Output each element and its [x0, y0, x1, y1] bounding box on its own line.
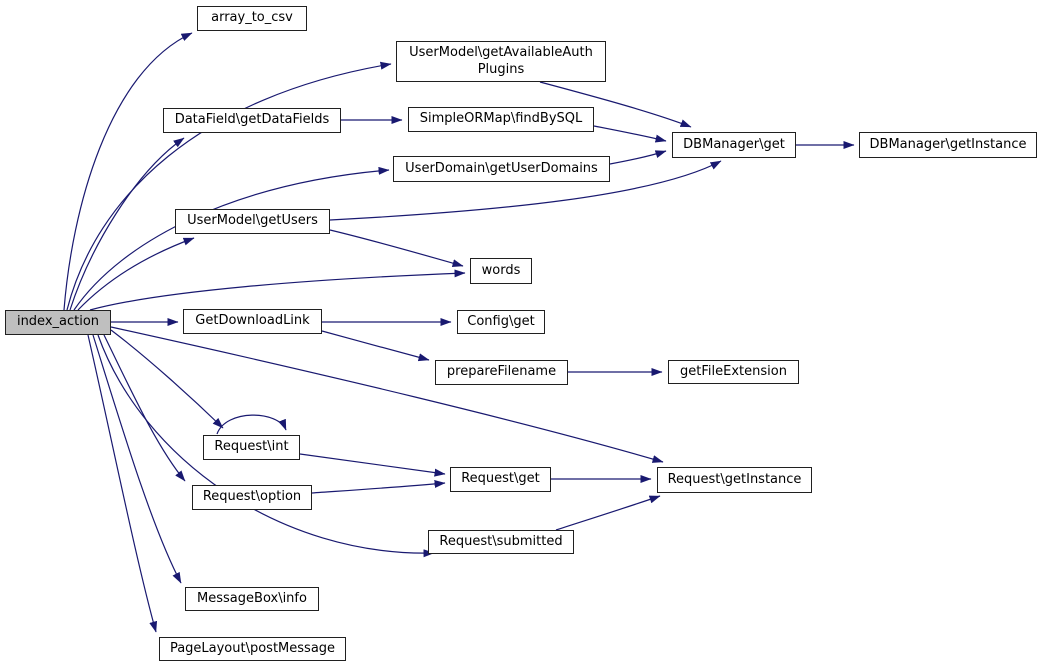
node-request-option[interactable]: Request\option [192, 485, 312, 510]
node-datafield-getdatafields[interactable]: DataField\getDataFields [163, 108, 341, 133]
edge-index_action-user_model_get_users [77, 237, 195, 311]
node-request-int[interactable]: Request\int [203, 435, 300, 460]
edge-user_model_get_users-db_manager_get [329, 160, 722, 221]
edge-index_action-request_option [103, 334, 186, 482]
edge-user_model_get_available_auth_plugins-db_manager_get [539, 81, 692, 128]
edge-request_option-request_get [311, 479, 446, 494]
node-userdomain-getuserdomains[interactable]: UserDomain\getUserDomains [393, 156, 610, 182]
edge-index_action-message_box_info [92, 334, 182, 584]
edge-index_action-data_field_get_data_fields [69, 137, 185, 311]
edge-simple_ormap_find_by_sql-db_manager_get [593, 125, 667, 143]
edge-user_domain_get_user_domains-db_manager_get [609, 150, 667, 165]
node-simpleormap-findbysql[interactable]: SimpleORMap\findBySQL [408, 107, 594, 132]
node-usermodel-getusers[interactable]: UserModel\getUsers [175, 209, 330, 234]
node-messagebox-info[interactable]: MessageBox\info [185, 587, 319, 611]
node-request-get[interactable]: Request\get [450, 467, 551, 492]
node-preparefilename[interactable]: prepareFilename [435, 360, 568, 385]
node-getdownloadlink[interactable]: GetDownloadLink [183, 309, 322, 334]
edge-index_action-request_get_instance [110, 326, 664, 463]
node-dbmanager-getinstance[interactable]: DBManager\getInstance [859, 132, 1037, 158]
edge-request_submitted-request_get_instance [555, 495, 661, 531]
node-pagelayout-postmessage[interactable]: PageLayout\postMessage [159, 637, 346, 661]
edge-request_int-request_get [299, 453, 446, 477]
node-index-action: index_action [5, 310, 111, 335]
edge-user_model_get_users-words [329, 229, 464, 268]
edge-index_action-array_to_csv [63, 32, 193, 311]
node-getfileextension[interactable]: getFileExtension [668, 360, 799, 384]
node-request-submitted[interactable]: Request\submitted [428, 530, 574, 554]
node-config-get[interactable]: Config\get [457, 310, 545, 334]
edge-index_action-words [89, 269, 466, 311]
node-words[interactable]: words [470, 258, 532, 284]
node-request-getinstance[interactable]: Request\getInstance [657, 467, 812, 493]
node-array-to-csv[interactable]: array_to_csv [197, 6, 307, 31]
node-dbmanager-get[interactable]: DBManager\get [672, 132, 796, 158]
edge-get_download_link-prepare_filename [321, 330, 430, 362]
edge-index_action-request_int [110, 329, 224, 429]
edge-index_action-user_domain_get_user_domains [73, 166, 390, 311]
node-usermodel-getavailableauthplugins[interactable]: UserModel\getAvailableAuth Plugins [396, 41, 606, 82]
edge-request_int-request_int-self-loop [216, 414, 287, 435]
edge-index_action-page_layout_post_message [87, 334, 158, 633]
edge-index_action-user_model_get_available_auth_plugins [66, 61, 392, 311]
